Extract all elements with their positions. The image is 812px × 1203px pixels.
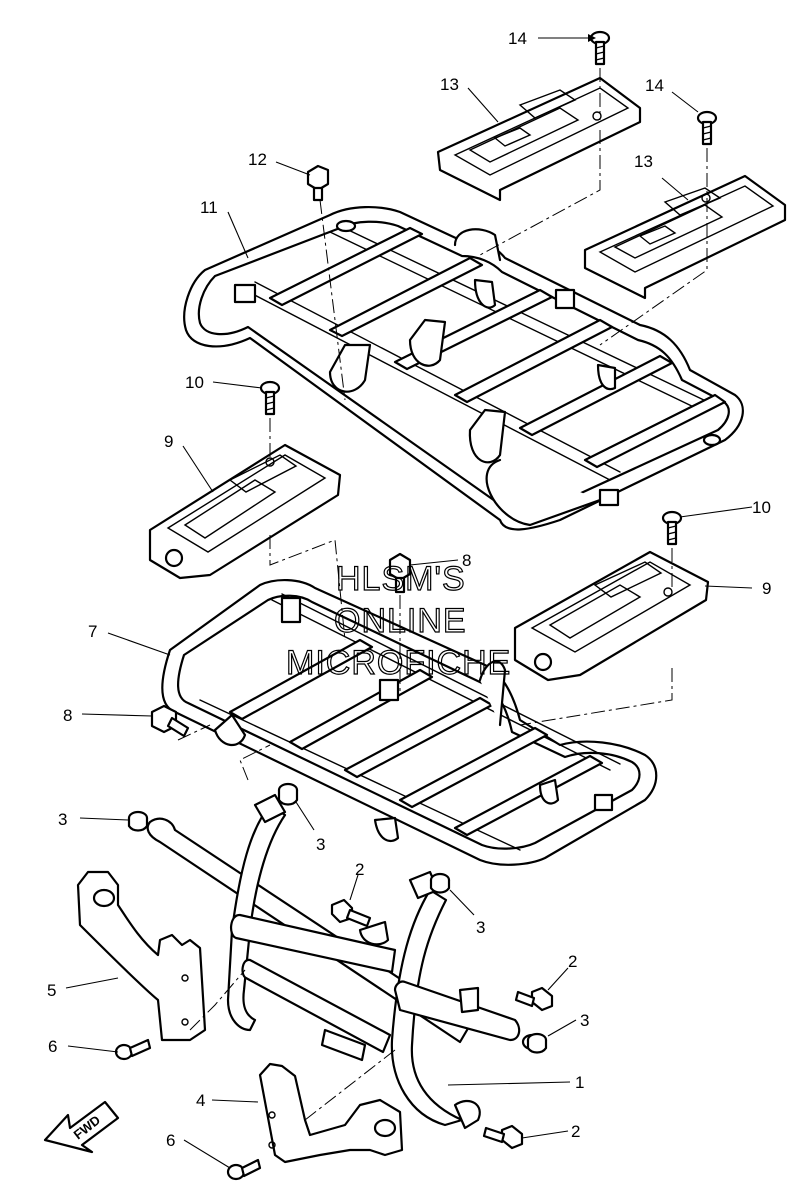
callout-10-right: 10 — [752, 498, 771, 517]
bracket-5 — [76, 870, 207, 1042]
callout-12: 12 — [248, 150, 267, 169]
bracket-4 — [258, 1062, 404, 1164]
callout-14-right: 14 — [645, 76, 664, 95]
grommet-3-left — [127, 810, 149, 832]
bolt-2-lower — [482, 1124, 524, 1150]
rack-pad-9-right — [513, 550, 710, 682]
bolt-8-left — [150, 704, 190, 738]
callout-13-left: 13 — [440, 75, 459, 94]
rack-pad-9-left — [148, 443, 342, 580]
callout-11: 11 — [200, 198, 218, 217]
callout-14-top: 14 — [508, 29, 527, 48]
callout-2-lower: 2 — [571, 1122, 580, 1141]
callout-3-left: 3 — [58, 810, 67, 829]
callout-2-middle: 2 — [568, 952, 577, 971]
callout-13-right: 13 — [634, 152, 653, 171]
bolt-8-top — [388, 552, 412, 594]
callout-8-left: 8 — [63, 706, 72, 725]
leader-lines — [65, 34, 753, 1169]
bolt-2-middle — [514, 986, 554, 1012]
bolt-14-right — [696, 110, 718, 146]
callout-9-right: 9 — [762, 579, 771, 598]
callout-2-upper: 2 — [355, 860, 364, 879]
bolt-2-upper — [330, 898, 372, 928]
callout-3-lower: 3 — [580, 1011, 589, 1030]
watermark-line-1: HLSM'S — [336, 560, 466, 598]
assembly-lines — [177, 68, 708, 1121]
callout-4: 4 — [196, 1091, 205, 1110]
grommet-3-lower — [526, 1032, 548, 1054]
callout-numbers: 14 14 13 13 12 11 10 9 10 9 8 7 8 3 3 2 … — [47, 29, 771, 1150]
callout-3-right: 3 — [476, 918, 485, 937]
callout-6-upper: 6 — [48, 1037, 57, 1056]
callout-6-lower: 6 — [166, 1131, 175, 1150]
watermark: HLSM'S ONLINE MICROFICHE — [285, 559, 511, 682]
bolt-12 — [306, 164, 330, 202]
forward-arrow-icon: FWD — [43, 1100, 120, 1154]
callout-7: 7 — [88, 622, 97, 641]
callout-9-left: 9 — [164, 432, 173, 451]
lower-carrier-rack — [161, 579, 658, 866]
bolt-6-upper — [114, 1038, 152, 1061]
bolt-10-right — [661, 510, 683, 546]
carrier-frame — [146, 793, 543, 1130]
callout-5: 5 — [47, 981, 56, 1000]
grommet-3-upper — [277, 782, 299, 806]
callout-3-upper: 3 — [316, 835, 325, 854]
callout-10-left: 10 — [185, 373, 204, 392]
rack-pad-13-left — [436, 76, 642, 202]
bolt-14-top — [589, 30, 611, 66]
callout-1: 1 — [575, 1073, 584, 1092]
bolt-6-lower — [226, 1158, 262, 1181]
rack-pad-13-right — [583, 174, 787, 300]
grommet-3-right — [429, 872, 451, 894]
bolt-10-left — [259, 380, 281, 416]
callout-8-top: 8 — [462, 551, 471, 570]
watermark-line-3: MICROFICHE — [286, 644, 511, 682]
watermark-line-2: ONLINE — [334, 602, 467, 640]
